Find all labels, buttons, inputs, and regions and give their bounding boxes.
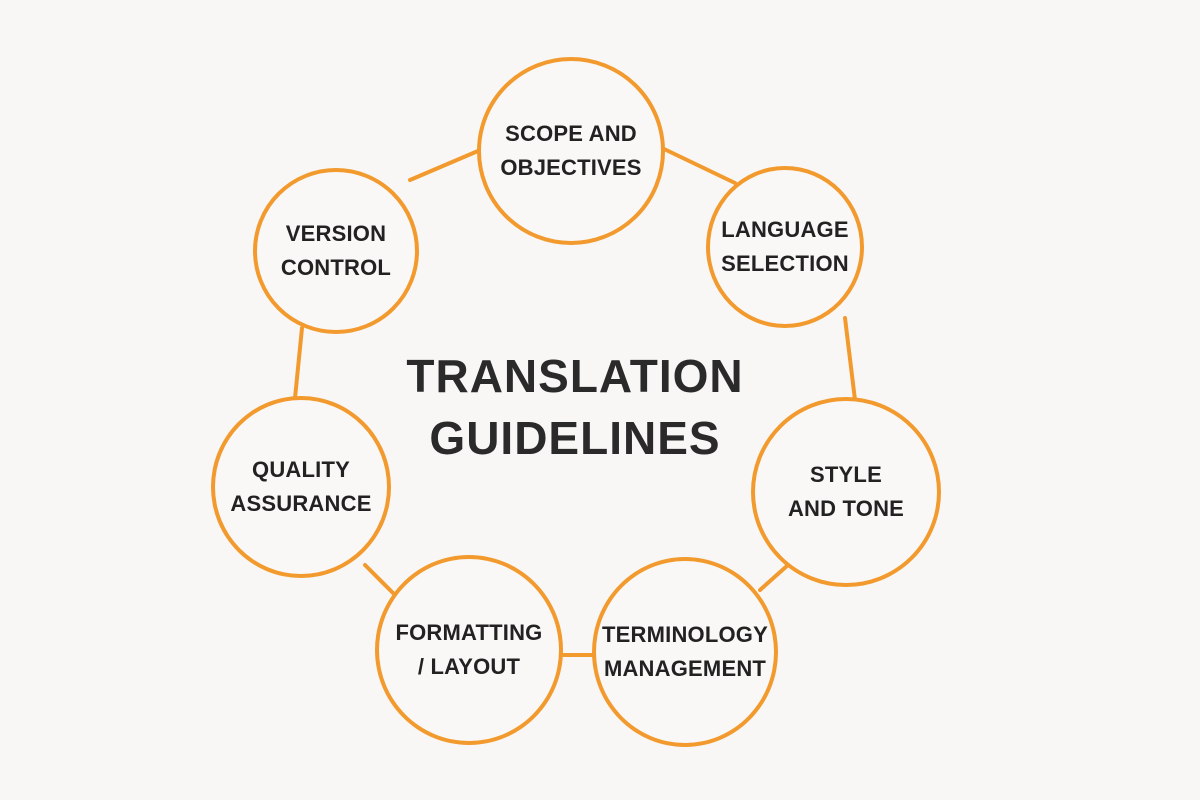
node-label: STYLE AND TONE (787, 462, 905, 521)
connector-language-style (843, 316, 857, 402)
node-version-control: VERSION CONTROL (253, 168, 419, 334)
node-label: TERMINOLOGY MANAGEMENT (602, 622, 768, 681)
node-formatting-layout: FORMATTING / LAYOUT (375, 555, 563, 745)
node-language-selection: LANGUAGE SELECTION (706, 166, 864, 328)
connector-scope-language (660, 146, 737, 185)
connector-version-scope (408, 146, 487, 182)
node-style-and-tone: STYLE AND TONE (751, 397, 941, 587)
connector-formatting-quality (363, 563, 397, 597)
node-label: QUALITY ASSURANCE (230, 457, 372, 516)
node-label: SCOPE AND OBJECTIVES (500, 121, 642, 180)
node-quality-assurance: QUALITY ASSURANCE (211, 396, 391, 578)
node-scope-and-objectives: SCOPE AND OBJECTIVES (477, 57, 665, 245)
node-label: VERSION CONTROL (280, 221, 392, 280)
node-terminology-management: TERMINOLOGY MANAGEMENT (592, 557, 778, 747)
node-label: FORMATTING / LAYOUT (395, 620, 543, 679)
node-label: LANGUAGE SELECTION (721, 217, 849, 276)
connector-style-terminology (758, 563, 790, 592)
central-title: TRANSLATION GUIDELINES (406, 350, 744, 464)
connector-quality-version (293, 326, 304, 400)
